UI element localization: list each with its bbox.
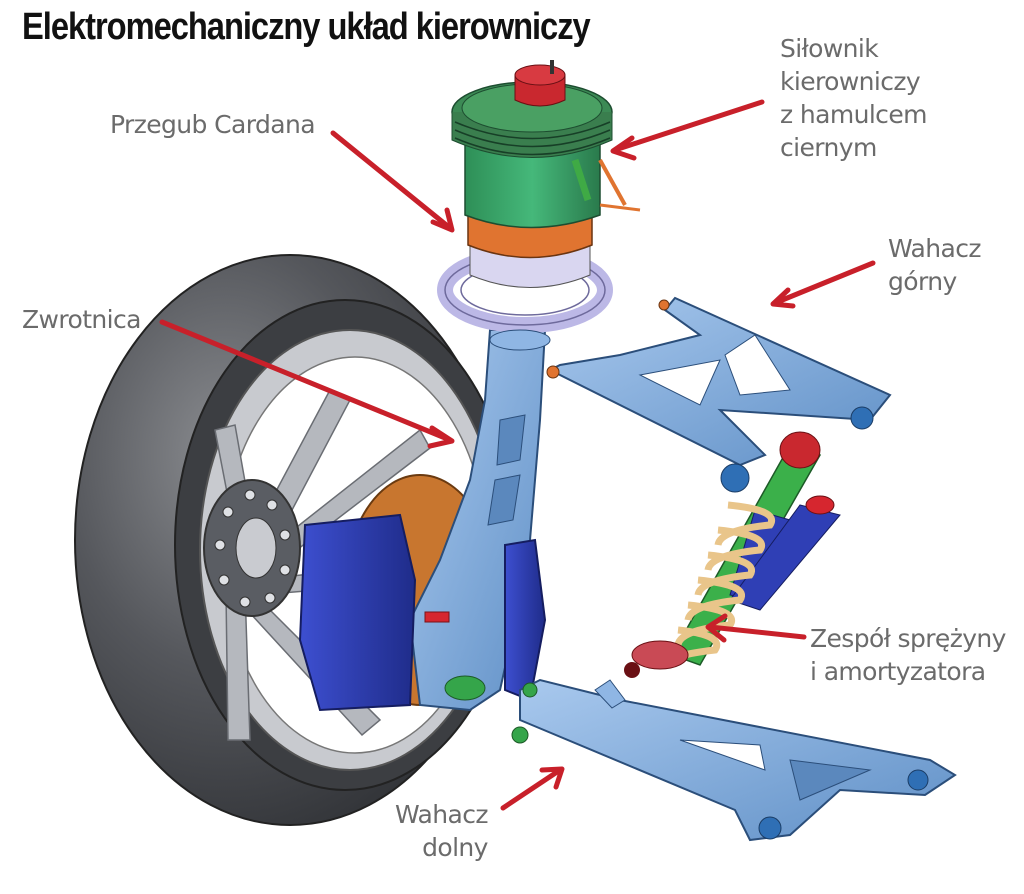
label-wahacz-dolny: Wahacz dolny [395,798,488,864]
arrow-wahacz-dolny [500,766,565,811]
label-wahacz-gorny: Wahacz górny [888,232,981,298]
label-silownik: Siłownik kierowniczy z hamulcem ciernym [780,32,927,164]
steering-actuator [451,60,641,288]
label-line: i amortyzatora [810,657,986,686]
label-line: Przegub Cardana [110,110,316,139]
label-zespol-sprezyny: Zespół sprężyny i amortyzatora [810,622,1006,688]
lower-wishbone [511,678,957,842]
arrow-zwrotnica [159,319,455,449]
arrow-przegub-cardana [330,130,455,233]
label-line: Wahacz [888,234,981,263]
brake-caliper [298,513,417,712]
callout-arrows [159,99,876,811]
upper-wishbone [546,296,892,493]
lower-ball-joint [444,675,486,701]
label-line: górny [888,267,957,296]
label-line: Zwrotnica [22,305,141,334]
label-line: z hamulcem [780,100,927,129]
brake-caliper-rear [504,538,547,702]
label-line: kierowniczy [780,67,921,96]
label-line: dolny [422,833,488,862]
actuator-cap [514,64,566,86]
label-zwrotnica: Zwrotnica [22,303,141,336]
arrow-silownik [610,99,765,161]
label-przegub-cardana: Przegub Cardana [110,108,316,141]
label-line: Wahacz [395,800,488,829]
label-line: Siłownik [780,34,879,63]
arrow-wahacz-gorny [770,260,876,309]
diagram-title: Elektromechaniczny układ kierowniczy [22,6,591,48]
label-line: ciernym [780,133,877,162]
spring-damper [624,431,841,678]
arrow-zespol [705,613,807,643]
label-line: Zespół sprężyny [810,624,1006,653]
